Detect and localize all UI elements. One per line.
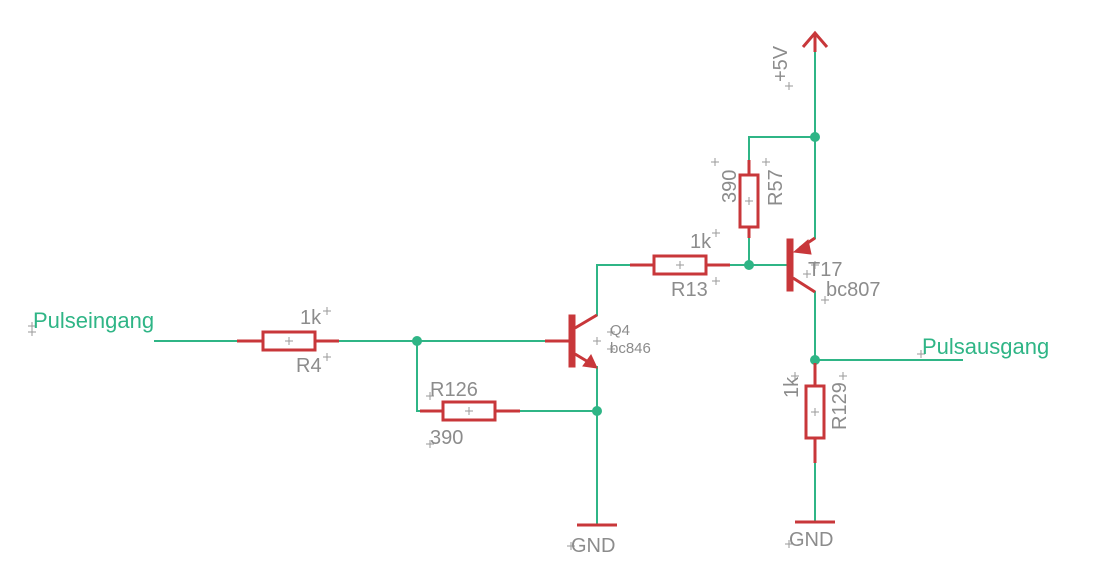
t17-name: T17 — [808, 259, 842, 281]
gnd-label-right: GND — [789, 529, 833, 551]
q4-emitter-arrow — [582, 354, 598, 369]
resistor-r4[interactable] — [237, 330, 339, 352]
net-label-input: Pulseingang — [33, 308, 154, 333]
resistor-r129[interactable] — [804, 363, 826, 463]
q4-value: bc846 — [610, 340, 651, 357]
r126-value: 390 — [430, 427, 463, 449]
junction-t17-base — [744, 260, 754, 270]
wires — [154, 51, 963, 526]
q4-name: Q4 — [610, 322, 630, 339]
supply-symbol — [801, 30, 829, 52]
r4-value: 1k — [300, 307, 322, 329]
gnd-label-left: GND — [571, 535, 615, 557]
junction-output — [810, 355, 820, 365]
t17-value: bc807 — [826, 279, 881, 301]
r126-name: R126 — [430, 379, 478, 401]
r4-name: R4 — [296, 355, 322, 377]
junction-q4-base — [412, 336, 422, 346]
r129-value: 1k — [781, 376, 803, 398]
junction-supply — [810, 132, 820, 142]
junction-q4-emitter — [592, 406, 602, 416]
r57-name: R57 — [765, 169, 787, 206]
transistor-q4[interactable] — [545, 313, 598, 369]
supply-label: +5V — [770, 45, 792, 82]
r129-name: R129 — [829, 382, 851, 430]
net-label-output: Pulsausgang — [922, 334, 1049, 359]
r13-name: R13 — [671, 279, 708, 301]
resistor-r126[interactable] — [420, 400, 520, 422]
r13-value: 1k — [690, 231, 712, 253]
resistor-r13[interactable] — [630, 254, 730, 276]
junctions — [412, 132, 820, 416]
origin-markers — [28, 82, 925, 550]
t17-emitter-arrow — [792, 239, 812, 255]
resistor-r57[interactable] — [738, 160, 760, 238]
transistor-t17[interactable] — [786, 236, 816, 294]
r57-value: 390 — [719, 170, 741, 203]
